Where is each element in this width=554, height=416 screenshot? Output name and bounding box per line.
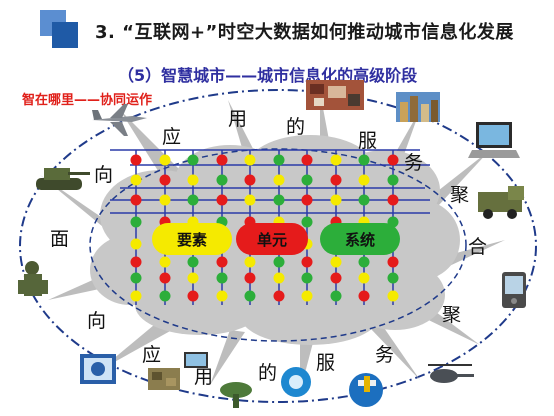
bead [130, 194, 142, 206]
bead [244, 154, 256, 166]
pill-units-label: 单元 [256, 230, 287, 249]
bead [130, 174, 142, 186]
bead [187, 272, 199, 284]
bead [387, 272, 399, 284]
bead [216, 256, 228, 268]
bead [330, 290, 342, 302]
logo-square-front [52, 22, 78, 48]
pill-elements-label: 要素 [176, 230, 207, 249]
bead [273, 272, 285, 284]
bead [330, 194, 342, 206]
bead [244, 272, 256, 284]
bead [330, 154, 342, 166]
bead [387, 194, 399, 206]
ring-char: 用 [194, 366, 214, 388]
bead [387, 154, 399, 166]
ring-char: 服 [316, 352, 336, 374]
bead [301, 174, 313, 186]
bead [130, 290, 142, 302]
bead [130, 154, 142, 166]
bead [301, 154, 313, 166]
bead [187, 194, 199, 206]
bead [187, 256, 199, 268]
bead [273, 174, 285, 186]
bead [244, 174, 256, 186]
ring-char: 服 [358, 130, 378, 152]
bead [301, 216, 313, 228]
bead [187, 290, 199, 302]
bead [159, 256, 171, 268]
bead [187, 174, 199, 186]
bead [301, 272, 313, 284]
bead [216, 194, 228, 206]
bead [130, 216, 142, 228]
bead [301, 256, 313, 268]
bead [159, 194, 171, 206]
bead [273, 290, 285, 302]
bead [273, 154, 285, 166]
bead [216, 174, 228, 186]
ring-char: 应 [142, 344, 162, 366]
bead [330, 272, 342, 284]
bead [358, 256, 370, 268]
ring-char: 用 [228, 108, 248, 130]
pill-units: 单元 [236, 223, 308, 255]
bead [216, 154, 228, 166]
inner-ring [89, 148, 467, 342]
bead [387, 174, 399, 186]
page-title: 3. “互联网+”时空大数据如何推动城市信息化发展 [95, 22, 514, 43]
ring-char: 的 [258, 362, 278, 384]
bead [273, 194, 285, 206]
bead [130, 272, 142, 284]
ring-char: 面 [50, 228, 70, 250]
pill-elements: 要素 [152, 223, 232, 255]
bead [216, 290, 228, 302]
bead [159, 174, 171, 186]
ring-char: 合 [468, 236, 488, 258]
bead [244, 256, 256, 268]
bead [216, 272, 228, 284]
bead [358, 194, 370, 206]
ring-char: 务 [375, 344, 395, 366]
ring-char: 向 [87, 310, 107, 332]
ring-char: 向 [94, 164, 114, 186]
pill-systems-label: 系统 [344, 230, 375, 249]
ring-char: 聚 [442, 304, 462, 326]
bead [330, 256, 342, 268]
bead [159, 290, 171, 302]
ring-char: 聚 [450, 184, 470, 206]
bead [358, 290, 370, 302]
bead [159, 154, 171, 166]
bead [358, 174, 370, 186]
bead [387, 256, 399, 268]
bead [187, 154, 199, 166]
pill-systems: 系统 [320, 223, 400, 255]
bead [387, 290, 399, 302]
bead [358, 272, 370, 284]
ring-char: 应 [162, 126, 182, 148]
bead [130, 256, 142, 268]
bead [301, 290, 313, 302]
bead [244, 290, 256, 302]
bead [130, 238, 142, 250]
bead [159, 272, 171, 284]
bead [301, 194, 313, 206]
ring-char: 的 [286, 116, 306, 138]
bead [273, 256, 285, 268]
bead [330, 174, 342, 186]
outer-ring [19, 89, 537, 403]
ring-char: 务 [404, 152, 424, 174]
bead [358, 154, 370, 166]
bead [244, 194, 256, 206]
